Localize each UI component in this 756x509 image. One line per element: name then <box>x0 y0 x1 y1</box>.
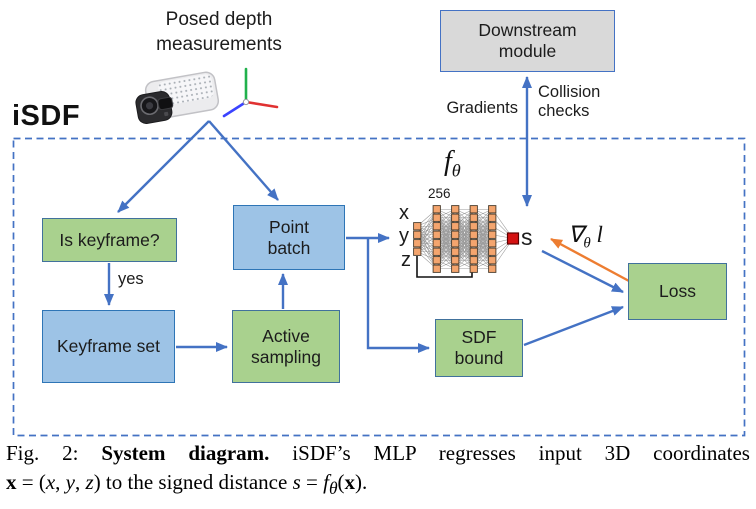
mlp-network-icon <box>413 205 520 278</box>
caption-line-1: Fig. 2: System diagram. iSDF’s MLP regre… <box>6 441 750 465</box>
collision-checks-edge-label: Collision checks <box>538 83 601 120</box>
figure-caption: Fig. 2: System diagram. iSDF’s MLP regre… <box>6 439 750 503</box>
mlp-width-label: 256 <box>428 186 451 201</box>
arrow-loss-gradient-to-s <box>550 237 630 283</box>
yes-edge-label: yes <box>118 270 144 288</box>
arrow-s-to-loss <box>541 249 624 294</box>
mlp-input-x-label: x <box>399 202 409 224</box>
arrow-pointbatch-to-sdfbound <box>366 238 430 353</box>
mlp-input-z-label: z <box>401 249 411 271</box>
point-batch-box: Point batch <box>233 205 345 270</box>
loss-box: Loss <box>628 263 727 320</box>
flow-arrows <box>104 76 630 353</box>
is-keyframe-box: Is keyframe? <box>42 218 177 262</box>
active-sampling-box: Active sampling <box>232 310 340 383</box>
mlp-skip-connection <box>416 256 473 278</box>
mlp-input-y-label: y <box>399 225 409 247</box>
downstream-module-box: Downstream module <box>440 10 615 72</box>
gradients-edge-label: Gradients <box>446 99 518 117</box>
isdf-title: iSDF <box>12 100 81 132</box>
depth-camera-icon <box>135 71 220 124</box>
arrow-camera-to-iskeyframe <box>117 120 210 213</box>
mlp-output-node <box>506 232 520 245</box>
arrow-camera-to-pointbatch <box>208 120 279 201</box>
gradient-term-label: ∇θ l <box>568 222 603 252</box>
caption-line-2: x = (x, y, z) to the signed distance s =… <box>6 470 368 499</box>
keyframe-set-box: Keyframe set <box>42 310 175 383</box>
sdf-bound-box: SDF bound <box>435 319 523 377</box>
mlp-output-s-label: s <box>521 224 533 250</box>
isdf-dashed-boundary <box>12 137 746 437</box>
posed-depth-label: Posed depth measurements <box>156 9 282 55</box>
xyz-axes-icon <box>222 67 279 118</box>
arrow-sdfbound-to-loss <box>523 305 624 347</box>
mlp-function-label: fθ <box>444 146 461 181</box>
